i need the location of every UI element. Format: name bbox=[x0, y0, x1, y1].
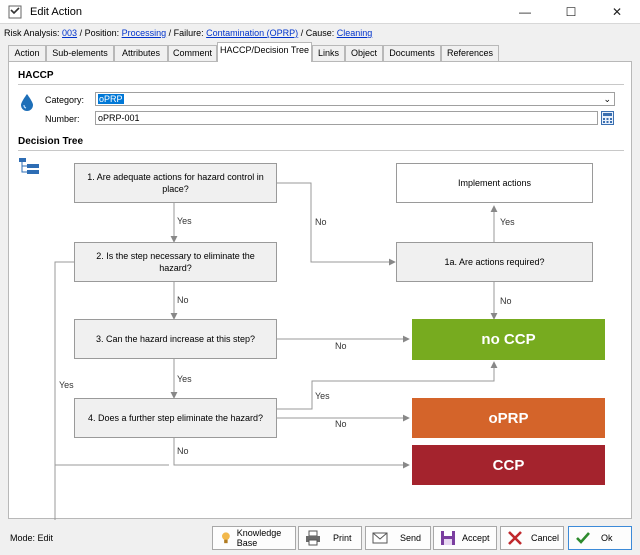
tab-documents[interactable]: Documents bbox=[383, 45, 441, 62]
printer-icon bbox=[306, 530, 320, 546]
close-button[interactable]: ✕ bbox=[611, 5, 623, 19]
number-label: Number: bbox=[45, 114, 80, 124]
tab-comment[interactable]: Comment bbox=[168, 45, 217, 62]
risk-analysis-link[interactable]: 003 bbox=[62, 28, 78, 38]
result-no-ccp-box[interactable]: no CCP bbox=[412, 319, 605, 360]
lightbulb-icon bbox=[222, 532, 230, 544]
knowledge-base-label: Knowledge Base bbox=[236, 528, 282, 548]
breadcrumb: Risk Analysis: 003 / Position: Processin… bbox=[4, 28, 372, 38]
tab-sub-elements[interactable]: Sub-elements bbox=[46, 45, 114, 62]
category-label: Category: bbox=[45, 95, 85, 105]
cancel-button[interactable]: Cancel bbox=[500, 526, 564, 550]
question-1-box[interactable]: 1. Are adequate actions for hazard contr… bbox=[74, 163, 277, 203]
calculator-icon[interactable] bbox=[601, 111, 614, 125]
question-4-box[interactable]: 4. Does a further step eliminate the haz… bbox=[74, 398, 277, 438]
tree-structure-icon bbox=[19, 158, 39, 174]
failure-link[interactable]: Contamination (OPRP) bbox=[206, 28, 299, 38]
droplet-icon bbox=[21, 94, 33, 111]
implement-actions-box[interactable]: Implement actions bbox=[396, 163, 593, 203]
tab-haccp-decision-tree[interactable]: HACCP/Decision Tree bbox=[217, 42, 312, 62]
app-icon bbox=[8, 5, 22, 19]
category-select[interactable]: oPRP ⌄ bbox=[95, 92, 615, 106]
knowledge-base-button[interactable]: Knowledge Base bbox=[212, 526, 296, 550]
edge-label-q1-yes: Yes bbox=[177, 216, 192, 226]
decision-tree-section-title: Decision Tree bbox=[18, 136, 84, 147]
q4-to-ccp-connector bbox=[173, 438, 410, 469]
edge-label-q4-no: No bbox=[335, 419, 347, 429]
envelope-icon bbox=[372, 532, 388, 544]
tab-object[interactable]: Object bbox=[345, 45, 383, 62]
ok-button[interactable]: Ok bbox=[568, 526, 632, 550]
haccp-section-title: HACCP bbox=[18, 70, 54, 81]
decision-tree-connectors bbox=[54, 182, 498, 520]
minimize-button[interactable]: — bbox=[519, 5, 531, 19]
category-value: oPRP bbox=[98, 94, 124, 104]
chevron-down-icon[interactable]: ⌄ bbox=[603, 94, 611, 104]
tab-references[interactable]: References bbox=[441, 45, 499, 62]
edge-label-q1a-no: No bbox=[500, 296, 512, 306]
maximize-button[interactable]: ☐ bbox=[565, 5, 577, 19]
edge-label-q4-no-ccp: No bbox=[177, 446, 189, 456]
q4-to-no-ccp-connector bbox=[277, 361, 498, 410]
position-link[interactable]: Processing bbox=[121, 28, 167, 38]
print-label: Print bbox=[333, 533, 352, 543]
decision-tree-divider bbox=[18, 150, 624, 151]
edge-label-q3-no: No bbox=[335, 341, 347, 351]
cause-label: / Cause: bbox=[298, 28, 337, 38]
accept-button[interactable]: Accept bbox=[433, 526, 497, 550]
tab-attributes[interactable]: Attributes bbox=[114, 45, 168, 62]
send-button[interactable]: Send bbox=[365, 526, 431, 550]
question-2-box[interactable]: 2. Is the step necessary to eliminate th… bbox=[74, 242, 277, 282]
cause-link[interactable]: Cleaning bbox=[336, 28, 373, 38]
question-1a-box[interactable]: 1a. Are actions required? bbox=[396, 242, 593, 282]
risk-analysis-label: Risk Analysis: bbox=[4, 28, 63, 38]
cancel-icon bbox=[508, 531, 522, 545]
mode-status: Mode: Edit bbox=[10, 533, 54, 543]
edge-label-q1a-yes: Yes bbox=[500, 217, 515, 227]
send-label: Send bbox=[400, 533, 422, 543]
checkmark-icon bbox=[576, 532, 590, 544]
edge-label-q2-yes: Yes bbox=[59, 380, 74, 390]
ok-label: Ok bbox=[601, 533, 613, 543]
tab-links[interactable]: Links bbox=[312, 45, 345, 62]
accept-label: Accept bbox=[462, 533, 490, 543]
q2-to-no-ccp-connector bbox=[54, 261, 74, 520]
print-button[interactable]: Print bbox=[298, 526, 362, 550]
cancel-label: Cancel bbox=[531, 533, 560, 543]
haccp-divider bbox=[18, 84, 624, 85]
number-field[interactable]: oPRP-001 bbox=[95, 111, 598, 125]
result-oprp-box[interactable]: oPRP bbox=[412, 398, 605, 438]
result-ccp-box[interactable]: CCP bbox=[412, 445, 605, 485]
save-icon bbox=[441, 531, 455, 545]
tab-action[interactable]: Action bbox=[8, 45, 46, 62]
haccp-panel: HACCP Category: oPRP ⌄ Number: oPRP-001 … bbox=[8, 61, 632, 520]
position-label: / Position: bbox=[77, 28, 122, 38]
title-bar: Edit Action — ☐ ✕ bbox=[0, 0, 640, 24]
window-title: Edit Action bbox=[30, 6, 82, 18]
edge-label-q4-yes: Yes bbox=[315, 391, 330, 401]
edge-label-q3-yes: Yes bbox=[177, 374, 192, 384]
q1-to-q1a-connector bbox=[277, 182, 396, 266]
edge-label-q1-no: No bbox=[315, 217, 327, 227]
question-3-box[interactable]: 3. Can the hazard increase at this step? bbox=[74, 319, 277, 359]
edge-label-q2-no: No bbox=[177, 295, 189, 305]
failure-label: / Failure: bbox=[166, 28, 207, 38]
